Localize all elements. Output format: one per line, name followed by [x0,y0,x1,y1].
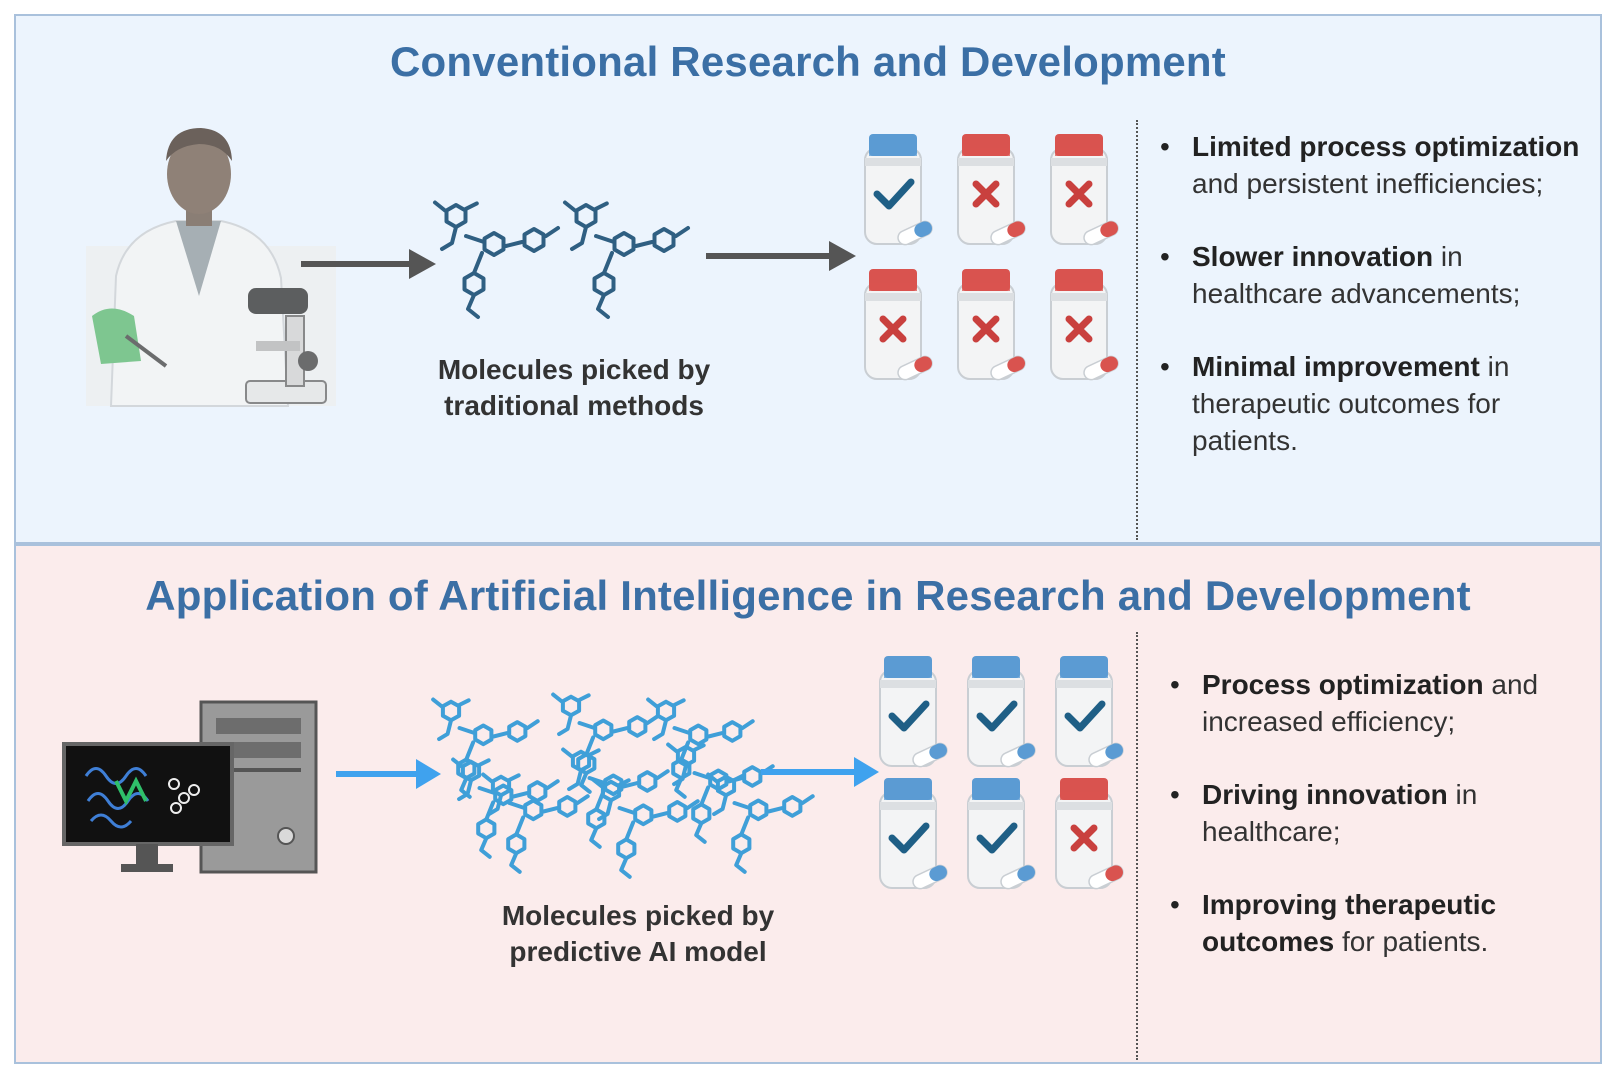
approved-bottle-icon [967,778,1036,890]
conventional-art [86,128,1119,407]
molecule-icon [561,747,670,849]
caption-line-2: traditional methods [444,390,704,421]
bottle-grid-ai [879,656,1124,890]
ai-arrow-to-bottles [761,757,879,787]
molecule-icon [706,772,815,874]
check-mark-icon [1064,700,1106,732]
conventional-panel: Conventional Research and Development [14,14,1602,544]
approved-bottle-icon [1055,656,1124,768]
rejected-bottle-icon [1050,269,1119,381]
cross-mark-icon [972,180,1000,208]
rejected-bottle-icon [957,134,1026,246]
caption-line-1: Molecules picked by [437,354,711,385]
conventional-title: Conventional Research and Development [390,38,1226,85]
outcome-item: Driving innovation in healthcare; [1166,776,1586,850]
ai-art [62,656,1124,890]
rejected-bottle-icon [1050,134,1119,246]
molecules-caption-ai: Molecules picked by predictive AI model [458,898,818,970]
molecule-icon [551,692,660,794]
caption-line-1: Molecules picked by [501,900,775,931]
molecule-icon [433,200,560,319]
cross-mark-icon [1065,180,1093,208]
approved-bottle-icon [879,778,948,890]
molecule-icon [481,772,590,874]
check-mark-icon [888,700,930,732]
molecule-icon [431,697,540,799]
molecule-icon [563,200,690,319]
computer-icon [62,700,318,874]
molecules-traditional [433,200,690,319]
check-mark-icon [976,822,1018,854]
molecule-icon [666,742,775,844]
outcome-item: Slower innovation in healthcare advancem… [1156,238,1586,312]
approved-bottle-icon [967,656,1036,768]
outcome-item: Limited process optimization and persist… [1156,128,1586,202]
divider-bottom [1136,632,1138,1060]
caption-line-2: predictive AI model [509,936,767,967]
arrow-to-molecules [301,249,436,279]
ai-arrow-to-molecules [336,759,441,789]
rejected-bottle-icon [864,269,933,381]
check-mark-icon [888,822,930,854]
check-mark-icon [873,178,915,210]
check-mark-icon [976,700,1018,732]
ai-outcomes-list: Process optimization and increased effic… [1166,666,1586,996]
molecules-ai [431,692,815,879]
molecule-icon [591,777,700,879]
outcome-item: Process optimization and increased effic… [1166,666,1586,740]
conventional-outcomes-list: Limited process optimization and persist… [1156,128,1586,495]
cross-mark-icon [1070,824,1098,852]
molecule-icon [646,697,755,799]
ai-title: Application of Artificial Intelligence i… [145,572,1471,619]
bottle-grid-traditional [864,134,1119,381]
cross-mark-icon [1065,315,1093,343]
molecules-caption-traditional: Molecules picked by traditional methods [394,352,754,424]
cross-mark-icon [879,315,907,343]
rejected-bottle-icon [957,269,1026,381]
scientist-icon [86,128,336,407]
outcome-item: Minimal improvement in therapeutic outco… [1156,348,1586,459]
divider-top [1136,120,1138,540]
approved-bottle-icon [864,134,933,246]
outcome-item: Improving therapeutic outcomes for patie… [1166,886,1586,960]
arrow-to-bottles [706,241,856,271]
approved-bottle-icon [879,656,948,768]
ai-panel: Application of Artificial Intelligence i… [14,544,1602,1064]
rejected-bottle-icon [1055,778,1124,890]
cross-mark-icon [972,315,1000,343]
